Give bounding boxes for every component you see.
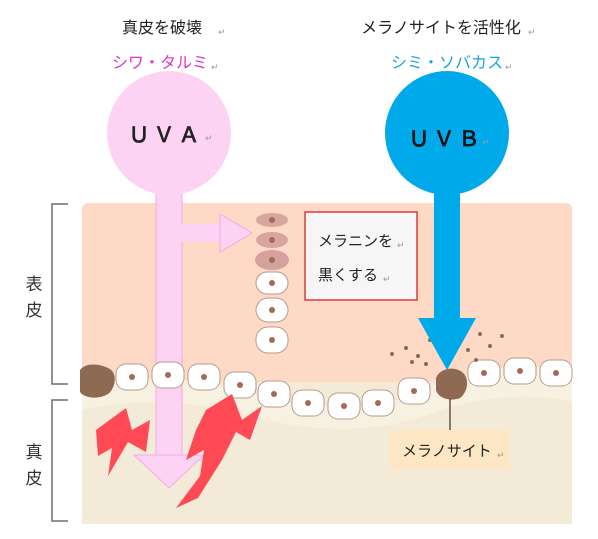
dermis-label-char-1: 真: [26, 443, 43, 463]
epidermis-label-char-1: 表: [26, 275, 43, 295]
basal-cell-row: [115, 357, 573, 420]
uvb-title: メラノサイトを活性化: [361, 18, 521, 37]
melanin-callout-line2: 黒くする: [318, 266, 378, 284]
uvb-effect: シミ・ソバカス: [391, 53, 503, 72]
uva-circle: [107, 71, 231, 195]
uvb-arrow: [418, 180, 476, 370]
uva-label: ＵＶＡ: [129, 123, 204, 147]
melanin-dots: [390, 332, 504, 366]
svg-text:↵: ↵: [497, 451, 505, 461]
melanocyte-callout: メラノサイト ↵: [390, 430, 510, 470]
epidermis-bracket: [51, 203, 68, 385]
dermis-bracket: [51, 399, 68, 522]
svg-text:↵: ↵: [383, 275, 391, 285]
melanin-callout: メラニンを ↵ 黒くする ↵: [304, 211, 418, 301]
melanin-callout-line1: メラニンを: [318, 232, 393, 250]
melanocyte-left: [80, 364, 115, 398]
uva-arrow: [132, 179, 253, 489]
uva-title: 真皮を破壊: [122, 18, 202, 37]
dermis-label-char-2: 皮: [26, 469, 43, 489]
keratinocyte-column: [255, 213, 289, 354]
uva-effect: シワ・タルミ: [112, 53, 208, 72]
svg-text:↵: ↵: [528, 28, 536, 38]
svg-text:↵: ↵: [482, 138, 490, 148]
lightning-bolt-right: [176, 394, 262, 508]
lightning-bolt-left: [96, 408, 150, 476]
svg-text:↵: ↵: [211, 63, 219, 73]
svg-text:↵: ↵: [397, 241, 405, 251]
uvb-circle: [385, 71, 509, 195]
svg-text:↵: ↵: [505, 63, 513, 73]
melanocyte-right: [436, 368, 468, 430]
svg-text:↵: ↵: [218, 28, 226, 38]
svg-text:↵: ↵: [205, 134, 213, 144]
uvb-label: ＵＶＢ: [409, 127, 484, 151]
melanocyte-label: メラノサイト: [402, 442, 492, 460]
epidermis-label-char-2: 皮: [26, 301, 43, 321]
